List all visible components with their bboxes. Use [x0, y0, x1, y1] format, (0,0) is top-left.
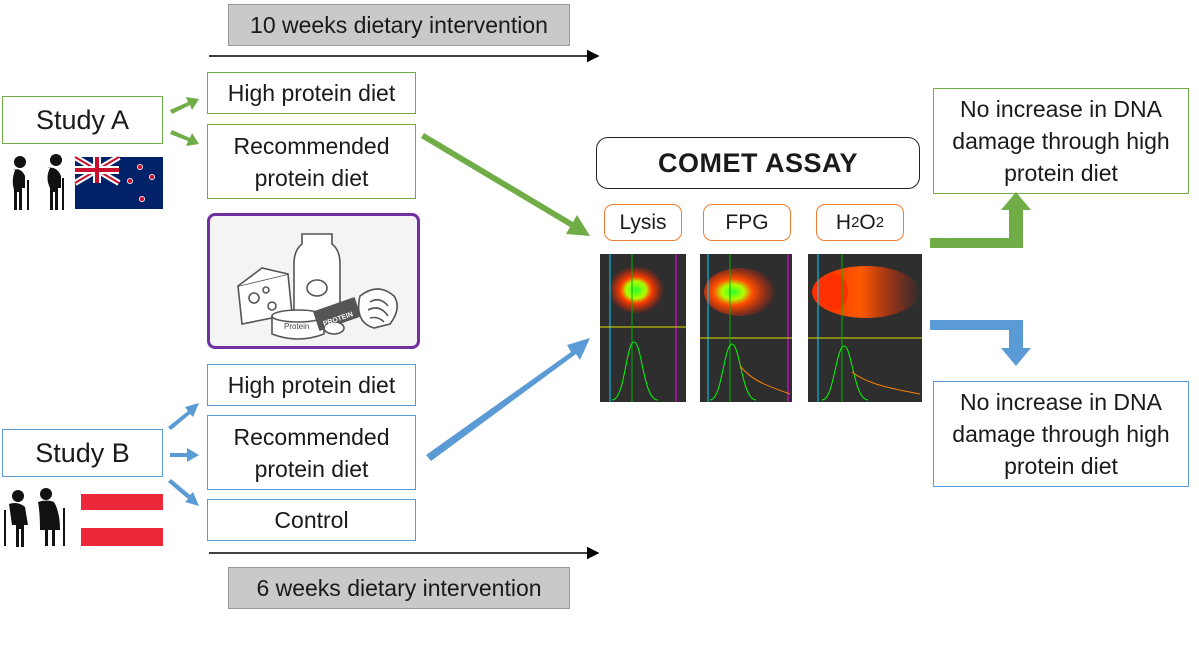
protein-foods-icon: Protein PROTEIN: [237, 233, 398, 340]
h2o2-o: O: [859, 210, 876, 234]
elderly-people-icon-a: [12, 154, 64, 210]
lysis-label: Lysis: [604, 204, 682, 241]
elderly-couple-icon-b: [4, 488, 65, 547]
h2o2-sub1: 2: [851, 213, 860, 231]
study-a-main-arrow: [421, 133, 590, 236]
study-a-high-protein: High protein diet: [207, 72, 416, 114]
study-b-control: Control: [207, 499, 416, 541]
result-study-a: No increase in DNA damage through high p…: [933, 88, 1189, 194]
study-a-box: Study A: [2, 96, 163, 144]
austria-flag: [81, 494, 163, 546]
h2o2-h: H: [835, 210, 852, 234]
comet-image-fpg: [700, 254, 792, 402]
tub-label: Protein: [284, 322, 309, 331]
h2o2-sub2: 2: [875, 213, 885, 231]
result-b-bend-arrow: [930, 320, 1031, 366]
study-b-recommended-protein: Recommended protein diet: [207, 415, 416, 490]
comet-assay-title: COMET ASSAY: [596, 137, 920, 189]
comet-image-lysis: [600, 254, 686, 402]
study-b-arrows: [168, 403, 199, 506]
top-banner: 10 weeks dietary intervention: [228, 4, 570, 46]
study-b-box: Study B: [2, 429, 163, 477]
study-a-recommended-protein: Recommended protein diet: [207, 124, 416, 199]
result-a-bend-arrow: [930, 192, 1031, 248]
study-a-arrows: [170, 97, 199, 146]
protein-food-illustration: Protein PROTEIN: [207, 213, 420, 349]
fpg-label: FPG: [703, 204, 791, 241]
study-b-main-arrow: [426, 338, 590, 461]
study-b-high-protein: High protein diet: [207, 364, 416, 406]
comet-image-h2o2: [808, 254, 922, 402]
new-zealand-flag: [73, 154, 163, 209]
bottom-banner: 6 weeks dietary intervention: [228, 567, 570, 609]
result-study-b: No increase in DNA damage through high p…: [933, 381, 1189, 487]
